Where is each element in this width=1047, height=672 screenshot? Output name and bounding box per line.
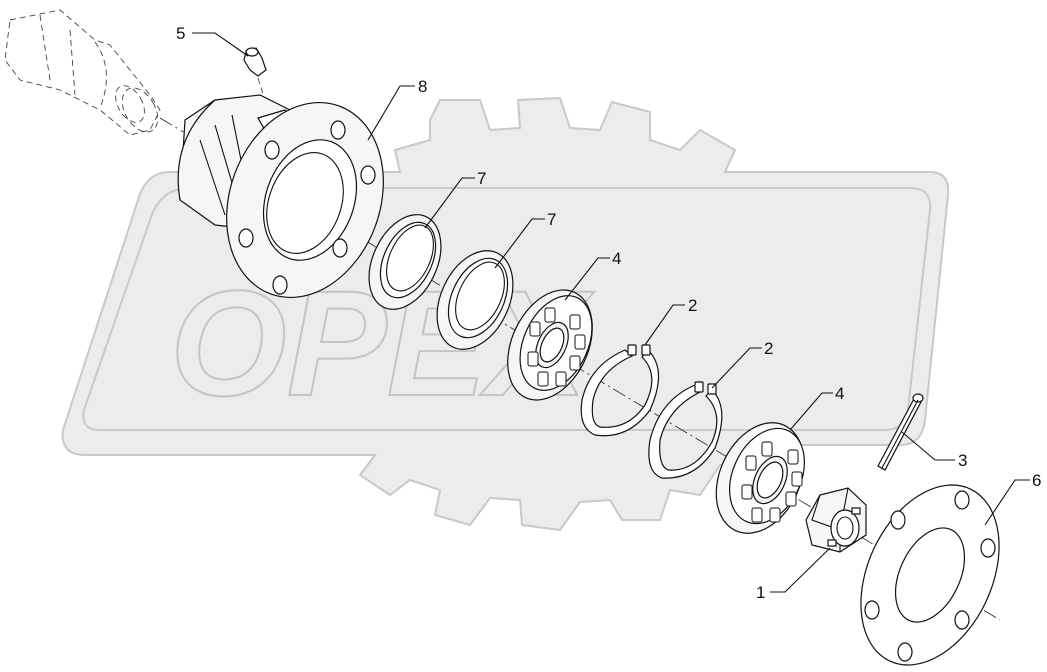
roller-bearing-1 bbox=[507, 289, 593, 401]
callout-1: 1 bbox=[756, 583, 765, 602]
circlip-1 bbox=[580, 344, 660, 437]
roller-bearing-2 bbox=[715, 422, 805, 534]
castle-nut bbox=[805, 487, 867, 553]
seal-ring-2 bbox=[436, 250, 514, 350]
callout-4-second: 4 bbox=[835, 384, 844, 403]
callout-3: 3 bbox=[958, 451, 967, 470]
circlip-2 bbox=[648, 381, 723, 479]
wheel-hub bbox=[177, 94, 384, 299]
cotter-pin bbox=[877, 393, 924, 471]
spindle-shaft bbox=[4, 9, 161, 136]
flange-plate bbox=[860, 484, 1000, 666]
grease-nipple bbox=[243, 47, 269, 111]
callout-5: 5 bbox=[176, 24, 185, 43]
seal-ring-1 bbox=[368, 214, 442, 310]
callout-8: 8 bbox=[418, 77, 427, 96]
callout-2-second: 2 bbox=[764, 339, 773, 358]
callout-2-first: 2 bbox=[688, 296, 697, 315]
callout-6: 6 bbox=[1032, 471, 1041, 490]
callout-7-first: 7 bbox=[477, 169, 486, 188]
callout-7-second: 7 bbox=[547, 210, 556, 229]
leader-lines bbox=[192, 32, 1030, 593]
callout-4-first: 4 bbox=[612, 249, 621, 268]
